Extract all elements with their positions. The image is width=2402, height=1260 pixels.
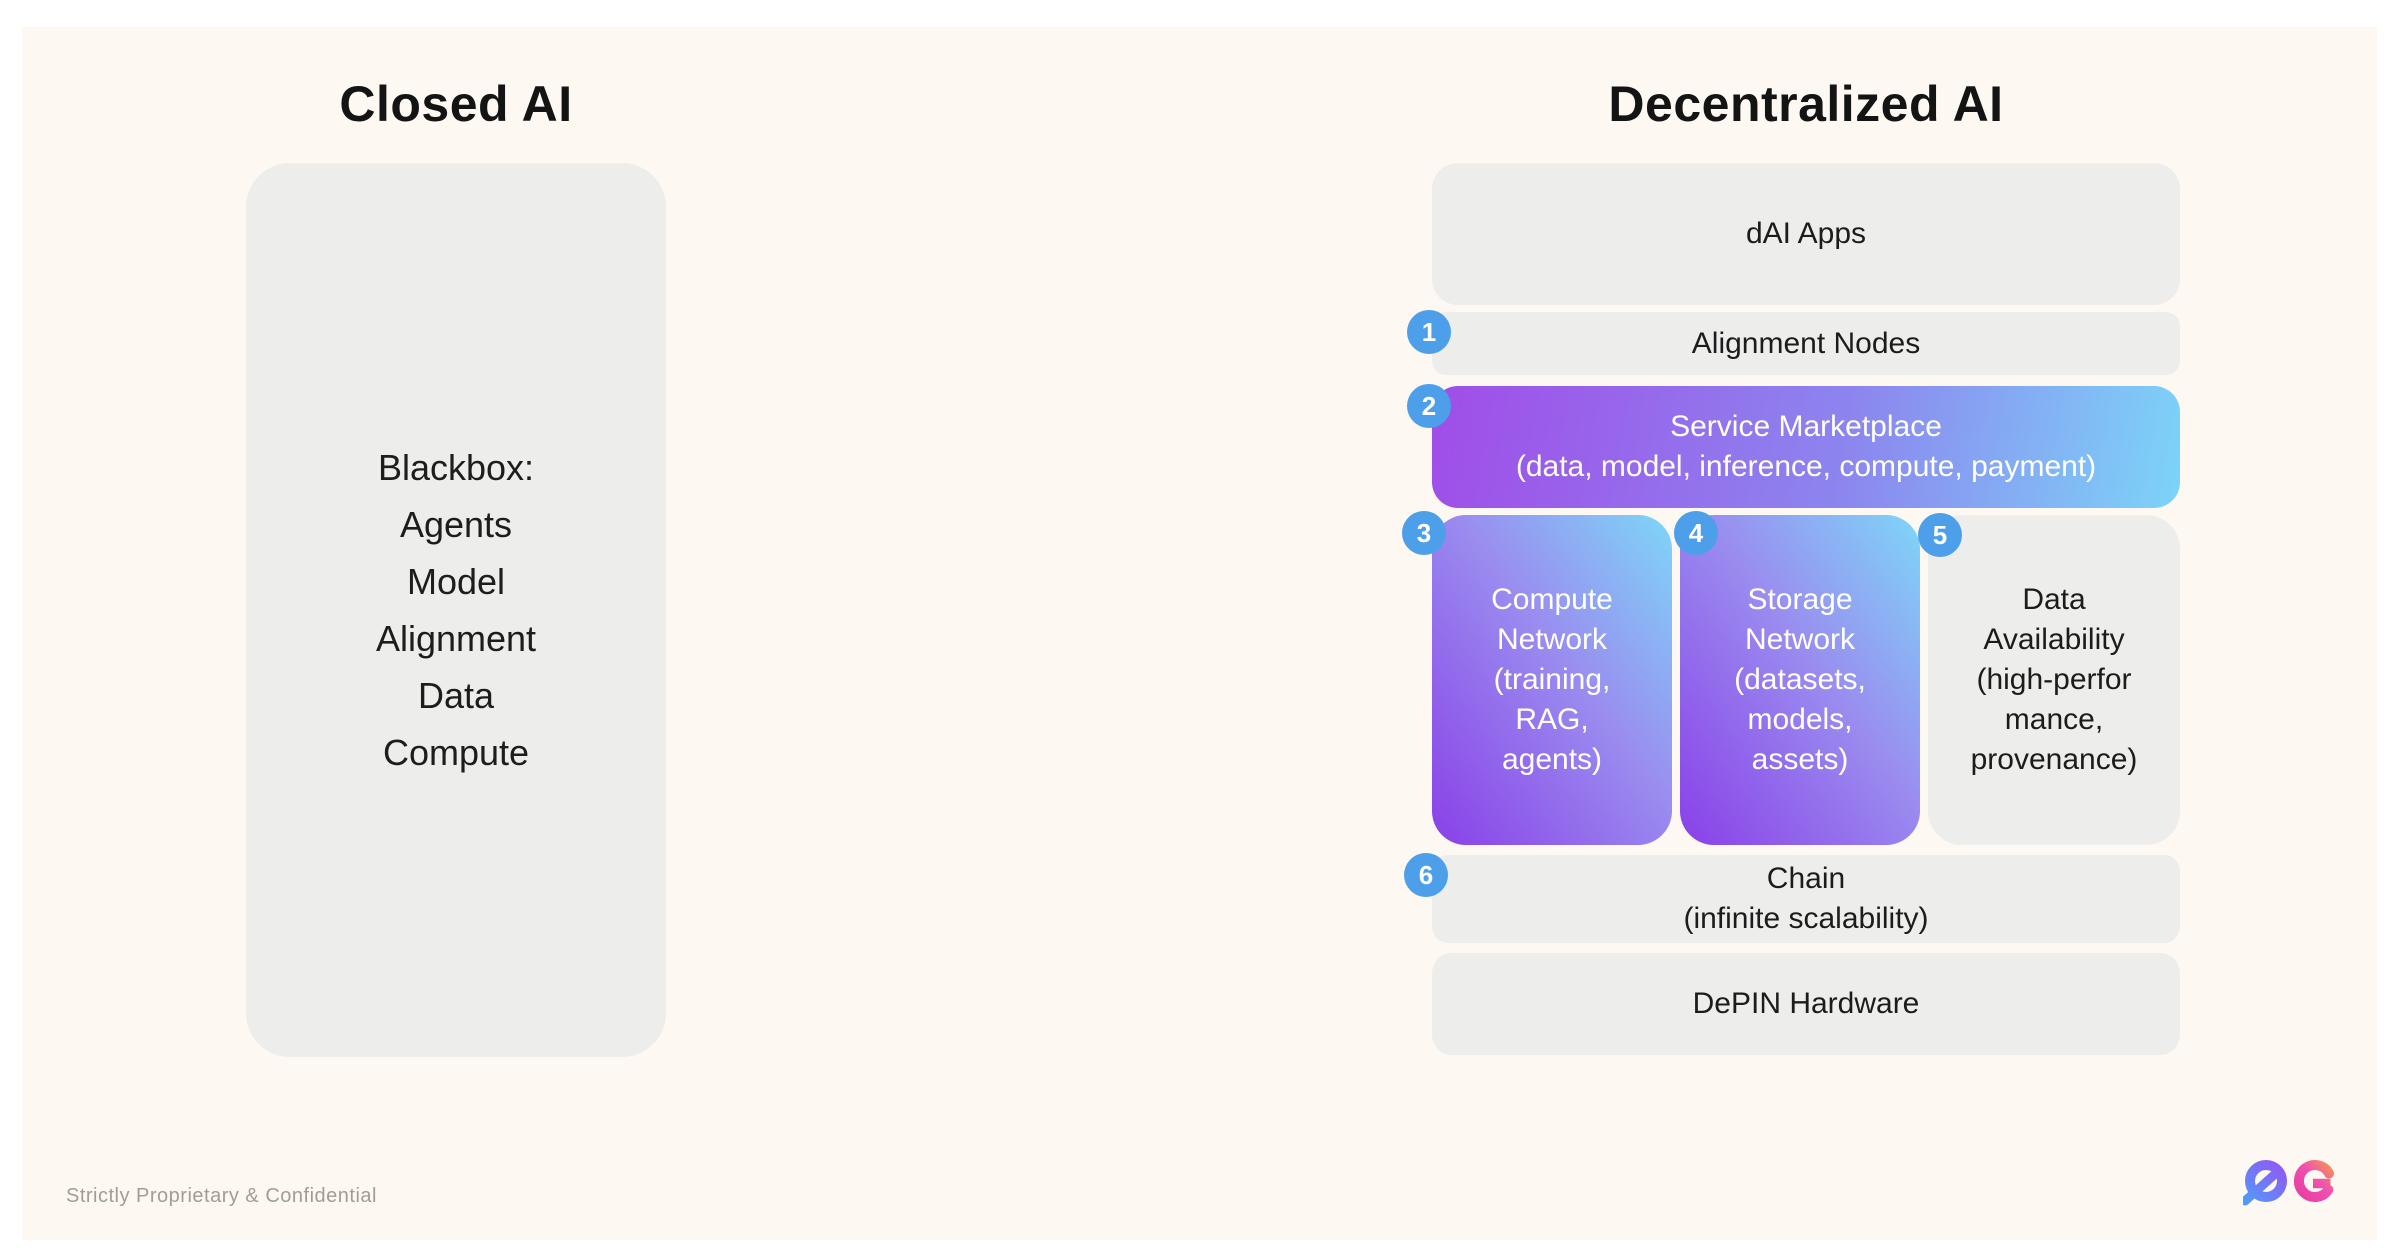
text-line: Data xyxy=(2022,583,2086,616)
text-line: Network xyxy=(1496,623,1608,656)
text-line: Compute xyxy=(1491,583,1613,616)
text-line: Storage xyxy=(1747,583,1853,616)
text-line: Data xyxy=(417,675,495,716)
zero-g-logo-icon xyxy=(2243,1160,2335,1206)
step-badge-1: 1 xyxy=(1407,310,1451,354)
closed-ai-title: Closed AI xyxy=(339,76,573,132)
text-line: (infinite scalability) xyxy=(1683,902,1929,935)
text-line: assets) xyxy=(1751,743,1849,776)
step-badge-5: 5 xyxy=(1918,513,1962,557)
text-line: (training, xyxy=(1493,663,1611,696)
text-line: mance, xyxy=(2004,703,2104,736)
text-line: RAG, xyxy=(1515,703,1589,736)
step-badge-6: 6 xyxy=(1404,853,1448,897)
service-marketplace-box: Service Marketplace (data, model, inferen… xyxy=(1432,386,2180,508)
chain-box: Chain (infinite scalability) xyxy=(1432,855,2180,943)
text-line: Alignment xyxy=(375,618,537,659)
depin-hardware-label: DePIN Hardware xyxy=(1692,987,1920,1020)
step-badge-3: 3 xyxy=(1402,511,1446,555)
alignment-nodes-label: Alignment Nodes xyxy=(1691,326,1921,360)
step-badge-2: 2 xyxy=(1407,384,1451,428)
text-line: Agents xyxy=(399,504,513,545)
alignment-nodes-box: Alignment Nodes xyxy=(1432,312,2180,375)
confidentiality-note: Strictly Proprietary & Confidential xyxy=(66,1185,377,1207)
text-line: Availability xyxy=(1983,623,2125,656)
text-line: Chain xyxy=(1766,862,1846,895)
text-line: Blackbox: xyxy=(377,447,535,488)
text-line: Model xyxy=(406,561,506,602)
text-line: (data, model, inference, compute, paymen… xyxy=(1515,450,2097,483)
text-line: (datasets, xyxy=(1734,663,1866,696)
text-line: provenance) xyxy=(1970,743,2138,776)
text-line: Service Marketplace xyxy=(1670,410,1942,443)
text-line: models, xyxy=(1747,703,1853,736)
step-badge-4: 4 xyxy=(1674,511,1718,555)
dai-apps-label: dAI Apps xyxy=(1745,217,1867,250)
text-line: agents) xyxy=(1501,743,1603,776)
decentralized-ai-title: Decentralized AI xyxy=(1608,76,2004,132)
text-line: (high-perfor xyxy=(1976,663,2132,696)
text-line: Compute xyxy=(382,732,530,773)
text-line: Network xyxy=(1744,623,1856,656)
depin-hardware-box: DePIN Hardware xyxy=(1432,953,2180,1055)
dai-apps-box: dAI Apps xyxy=(1432,163,2180,305)
